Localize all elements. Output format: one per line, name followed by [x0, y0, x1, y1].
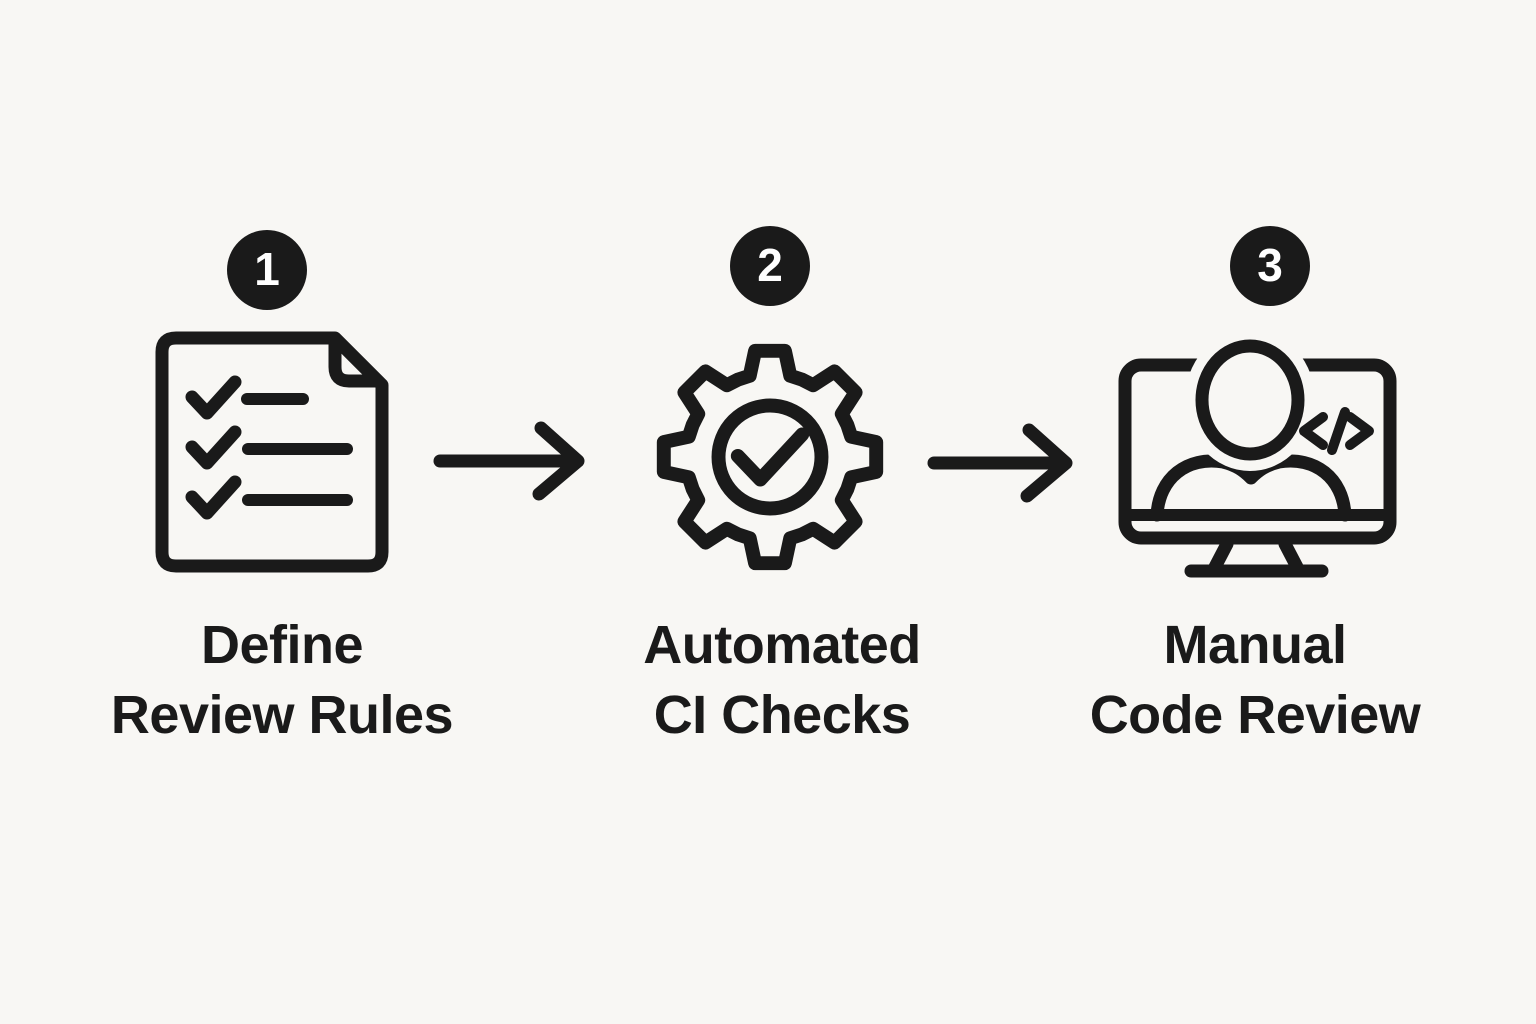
monitor-stand-leg-right	[1278, 537, 1304, 574]
step-2-badge: 2	[730, 226, 810, 306]
arrow-right-icon	[927, 423, 1073, 503]
code-slash	[1327, 407, 1350, 455]
step-2-label: Automated CI Checks	[542, 610, 1022, 750]
gear-checkmark	[730, 427, 810, 487]
gear-inner-ring	[711, 398, 829, 516]
step-2-number: 2	[757, 239, 783, 291]
checklist-check-3	[185, 475, 242, 520]
arrow-head	[1020, 423, 1073, 503]
document-fold-corner	[328, 335, 383, 388]
person-monitor-code-icon	[1118, 330, 1397, 578]
gear-outline	[656, 343, 884, 571]
step-3-badge: 3	[1230, 226, 1310, 306]
person-shoulders	[1150, 454, 1352, 522]
step-2-label-line1: Automated	[643, 615, 921, 675]
step-2-label-line2: CI Checks	[653, 685, 911, 745]
step-3-label-line2: Code Review	[1089, 685, 1421, 745]
person-head	[1195, 339, 1305, 461]
gear-check-icon	[656, 343, 884, 571]
step-1-label: Define Review Rules	[42, 610, 522, 750]
monitor-stand-leg-left	[1208, 537, 1234, 574]
arrow-right-icon	[433, 421, 585, 501]
step-3-label-line1: Manual	[1163, 615, 1347, 675]
step-1-badge: 1	[227, 230, 307, 310]
checklist-document-icon	[155, 331, 389, 573]
step-1-label-line2: Review Rules	[110, 685, 454, 745]
code-angle-right	[1345, 412, 1374, 450]
code-angle-left	[1299, 412, 1328, 450]
step-1-label-line1: Define	[200, 615, 364, 675]
step-3-number: 3	[1257, 239, 1283, 291]
step-3-label: Manual Code Review	[1015, 610, 1495, 750]
document-outline	[155, 331, 389, 573]
arrow-head	[532, 421, 585, 501]
step-1-number: 1	[254, 243, 280, 295]
checklist-check-1	[185, 375, 242, 420]
checklist-check-2	[185, 425, 242, 470]
